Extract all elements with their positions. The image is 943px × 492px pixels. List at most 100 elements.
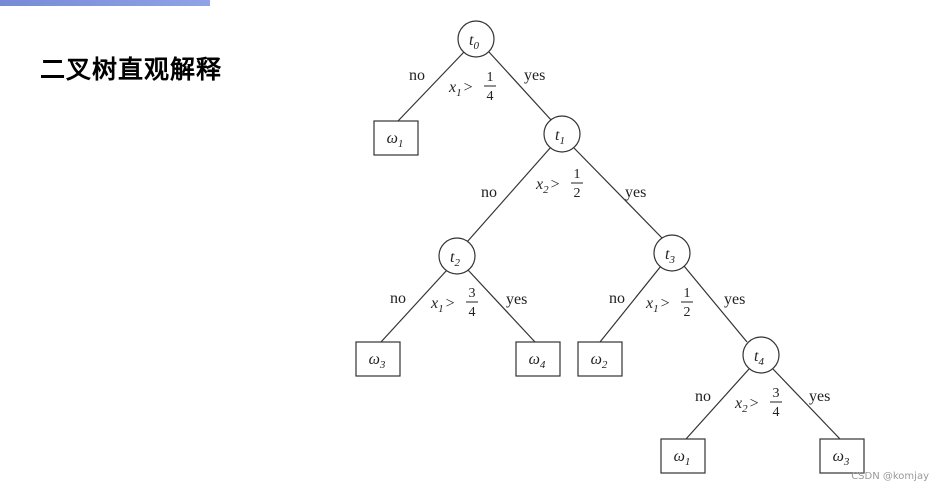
leaf-omega3-b: ω3 xyxy=(819,438,865,474)
branch-label-no: no xyxy=(481,184,497,201)
svg-text:x1>: x1> xyxy=(430,295,455,315)
node-t4: t4 xyxy=(742,336,780,374)
condition-t0: x1> 1 4 xyxy=(448,70,496,104)
edge-t1-t3 xyxy=(573,147,663,239)
cond-denominator: 4 xyxy=(773,405,780,420)
watermark: CSDN @komjay xyxy=(851,471,929,482)
edge-t4-omega1 xyxy=(685,368,750,440)
tree-edges xyxy=(380,51,841,440)
condition-t4: x2> 3 4 xyxy=(734,386,782,420)
svg-text:ω2: ω2 xyxy=(591,351,608,371)
node-t3-symbol: t xyxy=(665,246,670,263)
leaf-omega2: ω2 xyxy=(577,341,623,377)
cond-var: x xyxy=(430,295,438,312)
cond-op: > xyxy=(661,295,670,312)
cond-sub: 1 xyxy=(456,87,462,99)
node-t0-sub: 0 xyxy=(473,40,479,52)
leaf-sub: 1 xyxy=(685,456,691,468)
leaf-sub: 4 xyxy=(540,359,546,371)
node-t2: t2 xyxy=(438,237,476,275)
cond-numerator: 1 xyxy=(684,286,691,301)
leaf-sub: 3 xyxy=(379,359,386,371)
svg-text:x2>: x2> xyxy=(734,395,759,415)
cond-var: x xyxy=(645,295,653,312)
svg-text:t0: t0 xyxy=(469,32,479,52)
branch-labels: no yes no yes no yes no yes no yes xyxy=(390,67,830,405)
cond-numerator: 1 xyxy=(574,167,581,182)
condition-t2: x1> 3 4 xyxy=(430,286,478,320)
branch-label-yes: yes xyxy=(524,67,545,84)
leaf-omega1-b: ω1 xyxy=(660,438,706,474)
svg-text:ω3: ω3 xyxy=(369,351,386,371)
cond-denominator: 2 xyxy=(684,305,691,320)
branch-label-no: no xyxy=(695,388,711,405)
condition-t1: x2> 1 2 xyxy=(535,167,583,201)
node-t2-symbol: t xyxy=(450,249,455,266)
leaf-omega1-a: ω1 xyxy=(373,120,419,156)
leaf-symbol: ω xyxy=(591,351,602,368)
edge-t2-omega4 xyxy=(467,269,536,343)
cond-denominator: 4 xyxy=(469,305,476,320)
node-t1-symbol: t xyxy=(555,127,560,144)
cond-var: x xyxy=(535,176,543,193)
cond-sub: 2 xyxy=(742,403,748,415)
leaf-symbol: ω xyxy=(833,448,844,465)
edge-t3-omega2 xyxy=(599,265,662,343)
leaf-sub: 3 xyxy=(843,456,850,468)
leaf-sub: 2 xyxy=(602,359,608,371)
header-accent-strip xyxy=(0,0,210,6)
branch-label-yes: yes xyxy=(506,291,527,308)
svg-text:t1: t1 xyxy=(555,127,565,147)
branch-label-yes: yes xyxy=(625,184,646,201)
svg-text:x2>: x2> xyxy=(535,176,560,196)
leaf-symbol: ω xyxy=(529,351,540,368)
svg-text:x1>: x1> xyxy=(448,79,473,99)
leaf-omega3-a: ω3 xyxy=(355,341,401,377)
node-t1: t1 xyxy=(543,115,581,153)
branch-label-yes: yes xyxy=(809,388,830,405)
svg-text:ω1: ω1 xyxy=(387,130,404,150)
cond-var: x xyxy=(734,395,742,412)
branch-label-no: no xyxy=(409,67,425,84)
edge-t4-omega3 xyxy=(772,368,841,440)
svg-text:x1>: x1> xyxy=(645,295,670,315)
cond-denominator: 2 xyxy=(574,186,581,201)
leaf-omega4: ω4 xyxy=(515,341,561,377)
cond-numerator: 3 xyxy=(469,286,476,301)
cond-var: x xyxy=(448,79,456,96)
node-t4-sub: 4 xyxy=(758,356,764,368)
edge-t3-t4 xyxy=(683,265,748,343)
leaf-sub: 1 xyxy=(398,138,404,150)
cond-op: > xyxy=(551,176,560,193)
node-t0: t0 xyxy=(457,20,495,58)
leaf-symbol: ω xyxy=(674,448,685,465)
svg-text:t3: t3 xyxy=(665,246,675,266)
node-t2-sub: 2 xyxy=(454,257,460,269)
cond-op: > xyxy=(750,395,759,412)
node-t4-symbol: t xyxy=(754,348,759,365)
cond-numerator: 3 xyxy=(773,386,780,401)
cond-sub: 2 xyxy=(543,184,549,196)
cond-sub: 1 xyxy=(653,303,659,315)
svg-text:ω4: ω4 xyxy=(529,351,546,371)
node-t3: t3 xyxy=(653,234,691,272)
branch-label-no: no xyxy=(609,290,625,307)
node-t0-symbol: t xyxy=(469,32,474,49)
cond-denominator: 4 xyxy=(487,89,494,104)
leaf-symbol: ω xyxy=(369,351,380,368)
node-t1-sub: 1 xyxy=(559,135,565,147)
leaf-symbol: ω xyxy=(387,130,398,147)
svg-text:t2: t2 xyxy=(450,249,460,269)
cond-op: > xyxy=(446,295,455,312)
edge-t1-t2 xyxy=(466,146,552,243)
condition-t3: x1> 1 2 xyxy=(645,286,693,320)
cond-sub: 1 xyxy=(438,303,444,315)
branch-label-no: no xyxy=(390,290,406,307)
svg-text:t4: t4 xyxy=(754,348,764,368)
cond-op: > xyxy=(464,79,473,96)
svg-text:ω3: ω3 xyxy=(833,448,850,468)
node-t3-sub: 3 xyxy=(668,254,675,266)
edge-t2-omega3 xyxy=(380,269,448,343)
edge-t0-t1 xyxy=(488,51,553,122)
